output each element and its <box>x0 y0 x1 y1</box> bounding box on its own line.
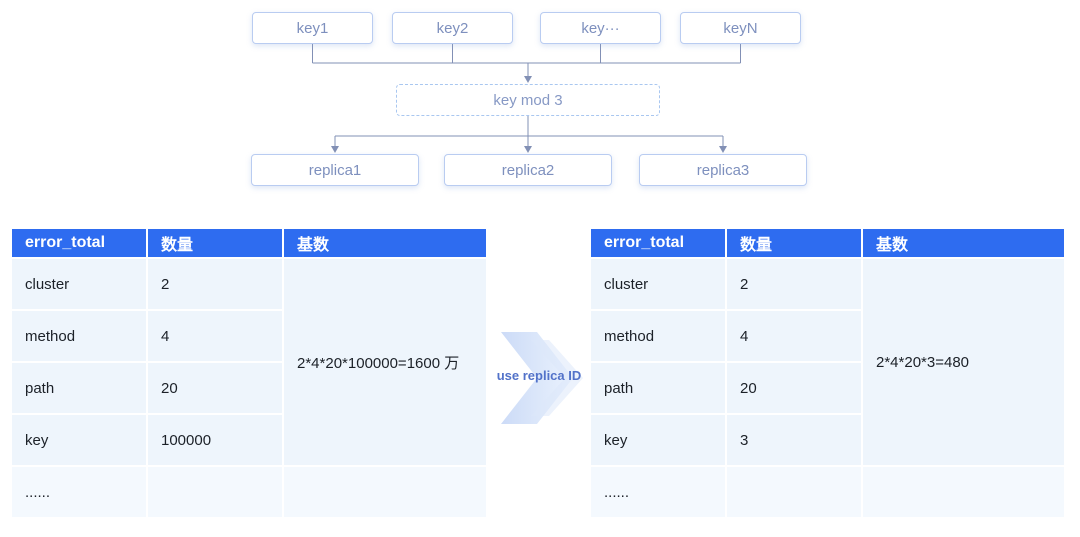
cell-value: 4 <box>148 311 282 361</box>
cardinality-table-before: error_total 数量 基数 cluster 2 2*4*20*10000… <box>10 227 488 519</box>
node-keyN: keyN <box>680 12 801 44</box>
node-key1: key1 <box>252 12 373 44</box>
cell-value: 4 <box>727 311 861 361</box>
table-row-ellipsis: ...... <box>591 467 1064 517</box>
cell-value: 20 <box>727 363 861 413</box>
cell-label: cluster <box>12 259 146 309</box>
cell-label: path <box>591 363 725 413</box>
node-keyN-label: keyN <box>723 19 758 37</box>
node-replica2: replica2 <box>444 154 612 186</box>
node-key2-label: key2 <box>436 19 469 37</box>
node-key1-label: key1 <box>296 19 329 37</box>
node-replica3: replica3 <box>639 154 807 186</box>
table-row: cluster 2 2*4*20*3=480 <box>591 259 1064 465</box>
node-replica2-label: replica2 <box>501 161 555 179</box>
cell-cardinality-formula: 2*4*20*100000=1600 万 <box>284 259 486 465</box>
node-replica1: replica1 <box>251 154 419 186</box>
cell-value: 2 <box>727 259 861 309</box>
table-row: path 20 <box>591 363 1064 413</box>
node-key-ellipsis: key··· <box>540 12 661 44</box>
cell-label: key <box>12 415 146 465</box>
column-header-metric: error_total <box>591 229 725 257</box>
table-row: cluster 2 2*4*20*100000=1600 万 <box>12 259 486 465</box>
table-row: key 3 <box>591 415 1064 465</box>
column-header-metric: error_total <box>12 229 146 257</box>
node-key-mod-3-label: key mod 3 <box>493 91 563 109</box>
node-key2: key2 <box>392 12 513 44</box>
cell-empty <box>284 467 486 517</box>
node-replica3-label: replica3 <box>696 161 750 179</box>
column-header-count: 数量 <box>727 229 861 257</box>
transform-label: use replica ID <box>496 368 582 383</box>
cardinality-table-after: error_total 数量 基数 cluster 2 2*4*20*3=480… <box>589 227 1066 519</box>
node-key-mod-3: key mod 3 <box>396 84 660 116</box>
cell-value <box>727 467 861 517</box>
table-row: method 4 <box>591 311 1064 361</box>
cell-value: 2 <box>148 259 282 309</box>
column-header-cardinality: 基数 <box>284 229 486 257</box>
column-header-count: 数量 <box>148 229 282 257</box>
table-row: method 4 <box>12 311 486 361</box>
cell-label: method <box>12 311 146 361</box>
transform-chevron-icon <box>501 332 583 424</box>
table-row: path 20 <box>12 363 486 413</box>
cell-label: method <box>591 311 725 361</box>
node-key-ellipsis-label: key··· <box>581 19 620 37</box>
cell-value: 100000 <box>148 415 282 465</box>
cell-label: ...... <box>591 467 725 517</box>
node-replica1-label: replica1 <box>308 161 362 179</box>
cell-label: key <box>591 415 725 465</box>
table-row-ellipsis: ...... <box>12 467 486 517</box>
cell-label: ...... <box>12 467 146 517</box>
cell-value <box>148 467 282 517</box>
cell-value: 20 <box>148 363 282 413</box>
cell-value: 3 <box>727 415 861 465</box>
table-header-row: error_total 数量 基数 <box>12 229 486 257</box>
table-header-row: error_total 数量 基数 <box>591 229 1064 257</box>
cell-empty <box>863 467 1064 517</box>
diagram-connectors <box>312 44 741 153</box>
table-row: key 100000 <box>12 415 486 465</box>
cell-label: cluster <box>591 259 725 309</box>
cell-label: path <box>12 363 146 413</box>
column-header-cardinality: 基数 <box>863 229 1064 257</box>
cell-cardinality-formula: 2*4*20*3=480 <box>863 259 1064 465</box>
